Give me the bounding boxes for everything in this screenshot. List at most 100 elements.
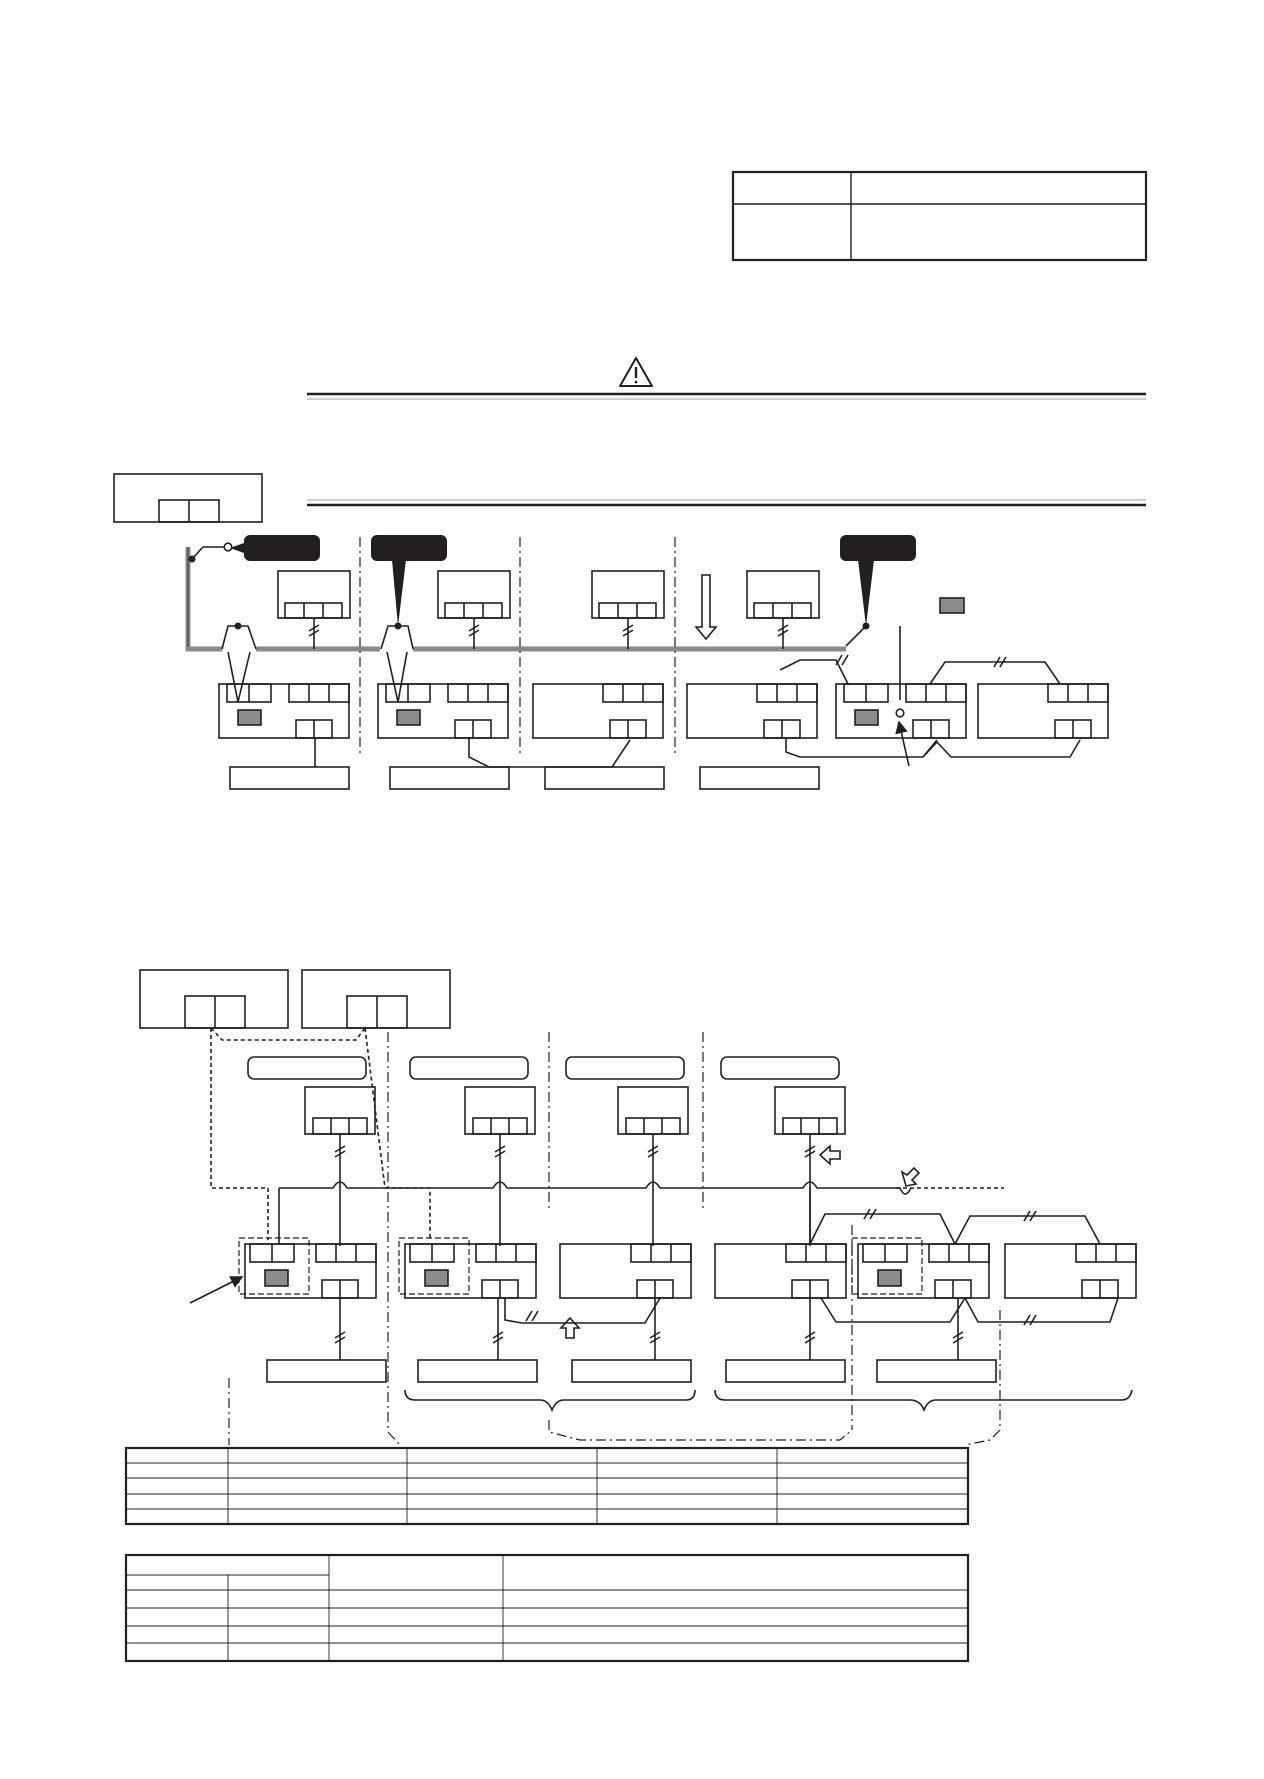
wire-count-mark — [308, 624, 320, 637]
slash-mark — [531, 1310, 539, 1322]
remote-controller-box — [746, 570, 820, 619]
wire — [809, 1213, 956, 1245]
outdoor-unit-3 — [532, 683, 664, 739]
slash-mark — [622, 624, 634, 632]
wiring-diagram-bottom — [139, 969, 1137, 1446]
outdoor-unit-terminal-upper — [785, 1243, 847, 1263]
wire — [929, 661, 1061, 685]
outdoor-unit-terminal-lower — [609, 719, 647, 739]
slash-mark — [841, 654, 849, 666]
outdoor-unit-terminal-lower — [791, 1279, 829, 1299]
wire-count-mark — [334, 1331, 346, 1344]
outdoor-unit-box — [835, 683, 967, 739]
slash-mark — [649, 1331, 661, 1339]
slash-mark — [647, 1145, 659, 1153]
terminal-block-outline — [312, 1117, 368, 1135]
outdoor-unit-terminal-upper — [928, 1243, 990, 1263]
outdoor-unit-terminal-upper — [1075, 1243, 1137, 1263]
leader-arrow — [189, 1276, 244, 1304]
wire-count-mark — [622, 624, 634, 637]
outdoor-unit-terminal-upper — [1047, 683, 1109, 703]
slash-mark — [1029, 1314, 1037, 1326]
system-controller-box — [301, 969, 451, 1029]
callout-box — [840, 535, 916, 561]
warning-exclamation-dot — [634, 380, 638, 384]
group-label-4 — [720, 1056, 840, 1080]
remote-controller-terminal — [598, 602, 657, 619]
slash-mark — [952, 1336, 964, 1344]
tap-upper — [221, 625, 257, 650]
callout-pointer — [230, 543, 244, 553]
dashed-link — [210, 1027, 366, 1041]
indoor-unit-1 — [266, 1359, 387, 1383]
wire-count-mark — [835, 654, 849, 666]
slash-mark — [334, 1336, 346, 1344]
transmission-bus — [185, 542, 846, 652]
bus-line — [279, 1181, 912, 1195]
remote-controller-1 — [304, 1086, 376, 1246]
indoor-unit-box — [544, 766, 665, 790]
outdoor-unit-box — [857, 1243, 990, 1299]
terminal-ring — [895, 708, 905, 718]
leader-arrow — [895, 720, 910, 767]
outdoor-unit-address-switch — [854, 709, 879, 726]
slash-mark — [952, 1331, 964, 1339]
wire — [820, 1297, 966, 1323]
indoor-unit-5 — [876, 1359, 997, 1383]
slash-mark — [1023, 1314, 1031, 1326]
dashed-link — [210, 1028, 269, 1240]
terminal-block-outline — [928, 1243, 990, 1263]
terminal-block-outline — [472, 1117, 528, 1135]
link-line — [548, 1420, 853, 1441]
callout-pointer — [392, 560, 406, 626]
direction-arrow-icon — [818, 1144, 841, 1166]
system-controller-terminal — [184, 995, 246, 1029]
outdoor-unit-terminal-lower — [912, 719, 950, 739]
outdoor-unit-terminal-upper — [630, 1243, 692, 1263]
slash-mark — [1023, 1210, 1031, 1222]
table-a — [124, 1446, 970, 1526]
terminal-block-outline — [1075, 1243, 1137, 1263]
slash-mark — [334, 1145, 346, 1153]
terminal-block-outline — [444, 602, 503, 619]
terminal-block-outline — [598, 602, 657, 619]
outdoor-unit-terminal-lower — [481, 1279, 519, 1299]
remote-controller-terminal — [753, 602, 812, 619]
wire-count-mark — [1023, 1314, 1037, 1326]
wire-count-mark — [804, 1331, 816, 1344]
group-brace-1 — [404, 1389, 696, 1413]
wire-count-mark — [525, 1310, 539, 1322]
outdoor-unit-terminal-lower — [295, 719, 333, 739]
remote-controller-terminal — [782, 1117, 838, 1135]
remote-controller-box — [774, 1086, 846, 1135]
indoor-unit-4 — [699, 766, 820, 790]
slash-mark — [525, 1310, 533, 1322]
outdoor-unit-terminal-left — [385, 683, 431, 703]
callout-3 — [840, 535, 916, 626]
indoor-unit-3 — [571, 1359, 692, 1383]
slash-mark — [468, 624, 480, 632]
wiring-diagram-top — [113, 473, 1109, 790]
outdoor-unit-box — [404, 1243, 537, 1299]
outdoor-unit-terminal-left — [409, 1243, 455, 1263]
slash-mark — [804, 1336, 816, 1344]
outdoor-unit-5 — [851, 1237, 990, 1299]
outdoor-unit-terminal-left — [843, 683, 889, 703]
table-b — [124, 1553, 970, 1663]
remote-controller-3 — [617, 1086, 689, 1246]
slash-mark — [308, 629, 320, 637]
direction-arrow-icon — [694, 574, 718, 641]
wire-count-mark — [777, 624, 789, 637]
system-controller-2 — [301, 969, 451, 1029]
remote-controller-box — [464, 1086, 536, 1135]
outdoor-unit-terminal-upper — [447, 683, 509, 703]
callout-pointer — [858, 560, 874, 626]
outdoor-unit-4 — [686, 683, 818, 739]
outdoor-unit-box — [1004, 1243, 1137, 1299]
outdoor-unit-terminal-lower — [763, 719, 801, 739]
system-controller — [113, 473, 263, 523]
outdoor-unit-box — [377, 683, 509, 739]
outdoor-unit-box — [686, 683, 818, 739]
terminal-block-outline — [756, 683, 818, 703]
